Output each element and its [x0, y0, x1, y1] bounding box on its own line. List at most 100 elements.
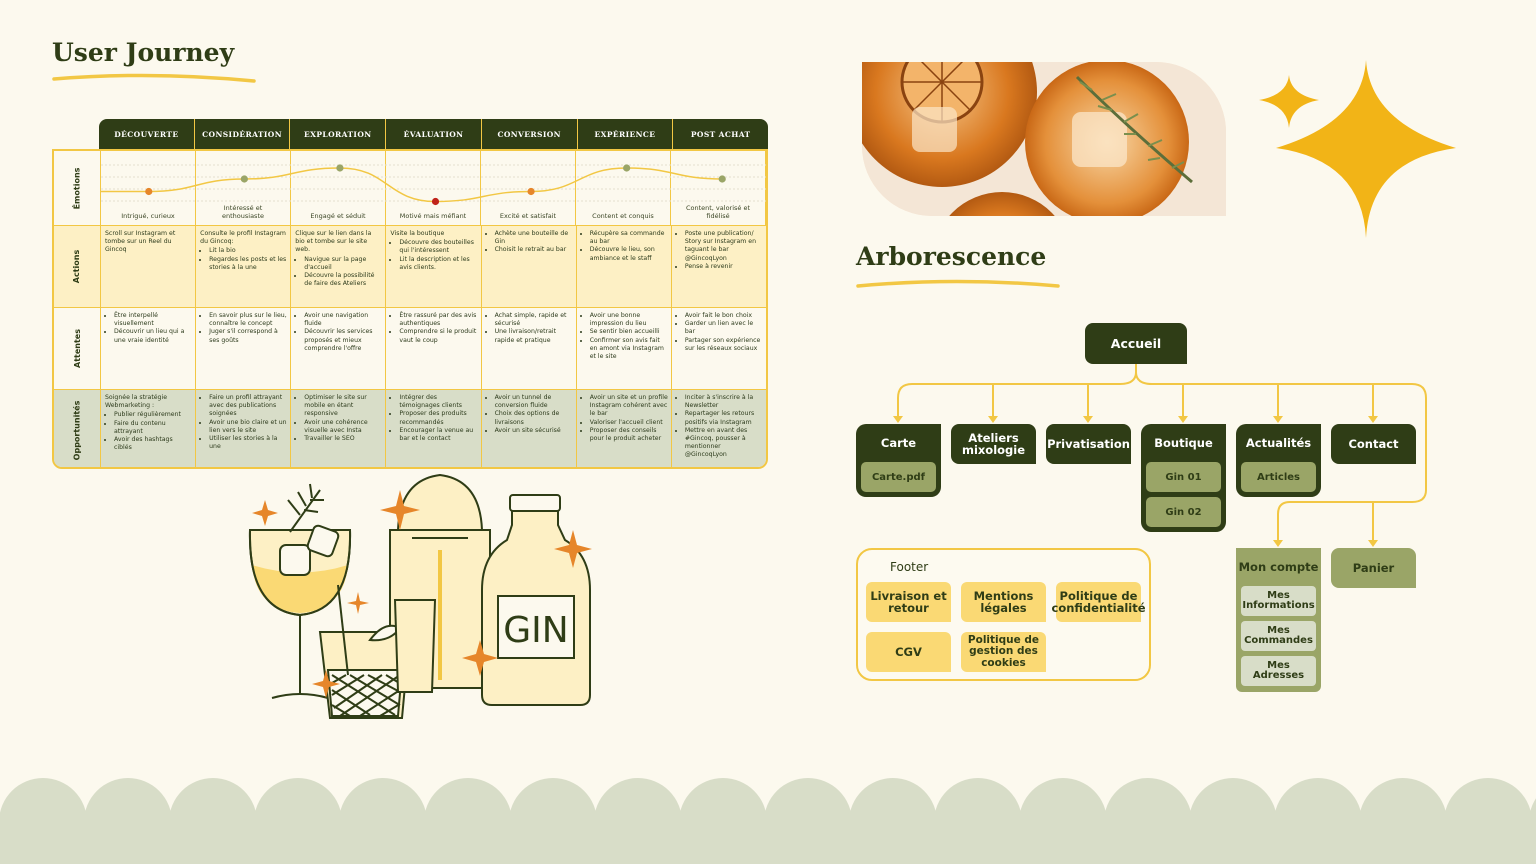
stage-evaluation: ÉVALUATION: [386, 119, 482, 149]
cell-bullet: Navigue sur la page d'accueil: [304, 256, 382, 272]
cell-bullet: Découvre des bouteilles qui l'intéressen…: [399, 239, 477, 255]
user-journey-table: DÉCOUVERTE CONSIDÉRATION EXPLORATION ÉVA…: [52, 119, 768, 469]
node-livraison[interactable]: Livraison et retour: [866, 582, 951, 622]
node-politique-cookies[interactable]: Politique de gestion des cookies: [961, 632, 1046, 672]
journey-cell: En savoir plus sur le lieu, connaître le…: [196, 308, 292, 389]
emotion-point: [718, 175, 726, 183]
journey-cell: Avoir un site et un profile Instagram co…: [577, 390, 672, 467]
journey-cell: Être interpellé visuellementDécouvrir un…: [101, 308, 197, 389]
emotion-label: Engagé et séduit: [310, 212, 366, 221]
cell-bullet: Récupère sa commande au bar: [590, 230, 668, 246]
arborescence-title: Arborescence: [856, 242, 1047, 271]
cell-bullet: Achète une bouteille de Gin: [495, 230, 573, 246]
node-articles[interactable]: Articles: [1241, 462, 1316, 492]
cell-bullet: Regardes les posts et les stories à la u…: [209, 256, 287, 272]
node-gin-02[interactable]: Gin 02: [1146, 497, 1221, 527]
journey-cell: Achat simple, rapide et sécuriséUne livr…: [482, 308, 577, 389]
node-politique-confidentialite[interactable]: Politique de confidentialité: [1052, 582, 1146, 622]
sparkle-stars: [1259, 60, 1456, 238]
node-mentions[interactable]: Mentions légales: [961, 582, 1046, 622]
emotions-row: Émotions Intrigué, curieux Intéressé et …: [54, 151, 766, 225]
stage-experience: EXPÉRIENCE: [578, 119, 674, 149]
node-mes-adresses[interactable]: Mes Adresses: [1241, 656, 1316, 686]
cell-bullet: Pense à revenir: [685, 263, 763, 271]
node-boutique[interactable]: Boutique: [1154, 435, 1213, 450]
emotion-point: [527, 187, 535, 196]
node-ateliers[interactable]: Ateliers mixologie: [951, 424, 1036, 464]
gin-label: GIN: [503, 610, 568, 651]
emotion-label: Content, valorisé et fidélisé: [685, 204, 751, 221]
journey-cell: Intégrer des témoignages clientsProposer…: [386, 390, 482, 467]
node-panier[interactable]: Panier: [1331, 548, 1416, 588]
cell-bullet: Faire du contenu attrayant: [114, 420, 192, 436]
journey-cell: Avoir fait le bon choixGarder un lien av…: [672, 308, 766, 389]
cell-intro: Scroll sur Instagram et tombe sur un Ree…: [105, 230, 176, 254]
cell-bullet: Comprendre si le produit vaut le coup: [399, 328, 477, 344]
emotion-label: Intéressé et enthousiaste: [222, 204, 264, 221]
node-mes-informations[interactable]: Mes Informations: [1241, 586, 1316, 616]
user-journey-title: User Journey: [52, 38, 235, 67]
cell-intro: Clique sur le lien dans la bio et tombe …: [295, 230, 372, 254]
journey-cell: Clique sur le lien dans la bio et tombe …: [291, 226, 387, 307]
journey-cell: Soignée la stratégie Webmarketing :Publi…: [101, 390, 197, 467]
cell-bullet: Proposer des produits recommandés: [399, 410, 477, 426]
cell-bullet: Découvrir les services proposés et mieux…: [304, 328, 382, 353]
node-mes-commandes[interactable]: Mes Commandes: [1241, 621, 1316, 651]
cell-bullet: Garder un lien avec le bar: [685, 320, 763, 336]
emotion-curve: [101, 164, 766, 206]
journey-cell: Optimiser le site sur mobile en étant re…: [291, 390, 387, 467]
journey-cell: Inciter à s'inscrire à la NewsletterRepa…: [672, 390, 766, 467]
cocktail-photo: [862, 62, 1226, 216]
cell-bullet: Découvre la possibilité de faire des Ate…: [304, 272, 382, 288]
stage-decouverte: DÉCOUVERTE: [99, 119, 195, 149]
title-underline: [856, 279, 1060, 288]
cell-bullet: Avoir un tunnel de conversion fluide: [495, 394, 573, 410]
node-contact[interactable]: Contact: [1331, 424, 1416, 464]
cell-bullet: Découvrir un lieu qui a une vraie identi…: [114, 328, 192, 344]
stage-exploration: EXPLORATION: [290, 119, 387, 149]
node-gin-01[interactable]: Gin 01: [1146, 462, 1221, 492]
node-accueil[interactable]: Accueil: [1085, 323, 1187, 364]
emotion-label: Excité et satisfait: [499, 212, 557, 221]
cell-bullet: Choisit le retrait au bar: [495, 246, 573, 254]
emotion-point: [145, 187, 153, 196]
emotion-point: [240, 175, 248, 183]
journey-cell: Être rassuré par des avis authentiquesCo…: [386, 308, 482, 389]
node-actualites[interactable]: Actualités: [1245, 435, 1312, 450]
cell-bullet: Optimiser le site sur mobile en étant re…: [304, 394, 382, 419]
footer-label: Footer: [890, 560, 929, 574]
cell-bullet: Utiliser les stories à la une: [209, 435, 287, 451]
journey-cell: Scroll sur Instagram et tombe sur un Ree…: [101, 226, 197, 307]
attentes-row: Attentes Être interpellé visuellementDéc…: [54, 307, 766, 389]
cell-bullet: Valoriser l'accueil client: [590, 419, 668, 427]
cell-bullet: Découvre le lieu, son ambiance et le sta…: [590, 246, 668, 262]
cell-bullet: Partager son expérience sur les réseaux …: [685, 337, 763, 353]
node-cgv[interactable]: CGV: [866, 632, 951, 672]
cell-bullet: Proposer des conseils pour le produit ac…: [590, 427, 668, 443]
cell-intro: Visite la boutique: [390, 230, 445, 237]
emotion-point: [431, 197, 440, 206]
stage-consideration: CONSIDÉRATION: [195, 119, 291, 149]
cell-bullet: Une livraison/retrait rapide et pratique: [495, 328, 573, 344]
node-mon-compte[interactable]: Mon compte: [1236, 548, 1321, 586]
cell-bullet: Intégrer des témoignages clients: [399, 394, 477, 410]
stage-post-achat: POST ACHAT: [690, 129, 751, 139]
cell-bullet: Être interpellé visuellement: [114, 312, 192, 328]
journey-cell: Récupère sa commande au barDécouvre le l…: [577, 226, 672, 307]
journey-cell: Consulte le profil Instagram du Gincoq:L…: [196, 226, 292, 307]
node-carte[interactable]: Carte: [880, 435, 917, 450]
cell-bullet: Juger s'il correspond à ses goûts: [209, 328, 287, 344]
cell-bullet: En savoir plus sur le lieu, connaître le…: [209, 312, 287, 328]
node-privatisation[interactable]: Privatisation: [1046, 424, 1131, 464]
cell-intro: Soignée la stratégie Webmarketing :: [105, 394, 168, 410]
journey-cell: Avoir un tunnel de conversion fluideChoi…: [482, 390, 577, 467]
cell-bullet: Repartager les retours positifs via Inst…: [685, 410, 763, 426]
cell-bullet: Inciter à s'inscrire à la Newsletter: [685, 394, 763, 410]
cell-bullet: Publier régulièrement: [114, 411, 192, 419]
cocktail-illustration: GIN: [248, 473, 592, 719]
node-carte-pdf[interactable]: Carte.pdf: [861, 462, 936, 492]
title-underline: [52, 73, 256, 83]
emotion-point: [336, 164, 344, 172]
stage-header: DÉCOUVERTE CONSIDÉRATION EXPLORATION ÉVA…: [99, 119, 768, 149]
